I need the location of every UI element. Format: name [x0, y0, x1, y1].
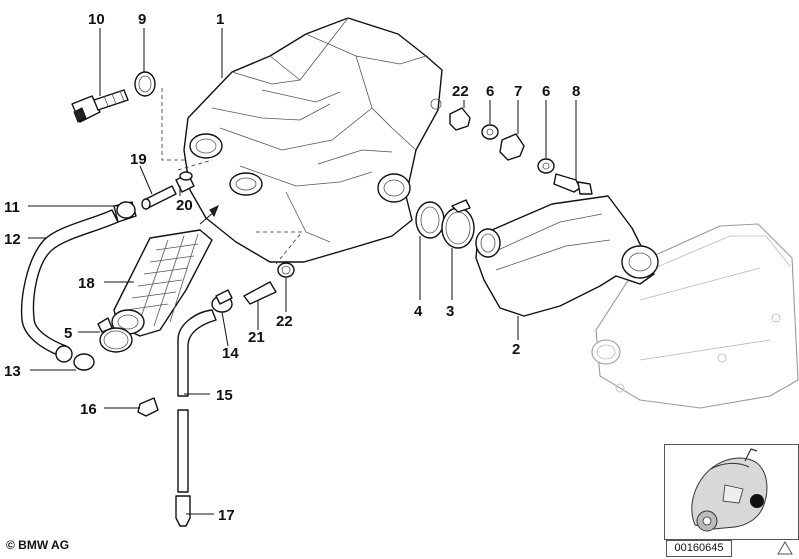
triangle-icon	[777, 541, 793, 555]
reference-lines	[161, 88, 303, 265]
callout-2: 2	[512, 341, 520, 358]
copyright-notice: © BMW AG	[6, 538, 70, 552]
callout-10: 10	[88, 11, 105, 28]
mounting-hardware	[449, 107, 593, 195]
callout-13: 13	[4, 363, 21, 380]
callout-1: 1	[216, 11, 224, 28]
callout-19: 19	[130, 151, 147, 168]
intake-duct	[475, 195, 659, 317]
callout-16: 16	[80, 401, 97, 418]
intake-air-sensor	[71, 89, 129, 123]
callout-11: 11	[4, 199, 20, 216]
intake-snorkel	[99, 204, 219, 353]
callout-5: 5	[64, 325, 72, 342]
callout-22-bottom: 22	[276, 313, 293, 330]
callout-15: 15	[216, 387, 233, 404]
document-number: 00160645	[666, 540, 732, 557]
gasket-and-clamp	[415, 199, 475, 249]
leader-lines	[28, 28, 577, 515]
small-clips	[97, 317, 159, 417]
callout-21: 21	[248, 329, 265, 346]
callout-9: 9	[138, 11, 146, 28]
airbox-housing	[183, 17, 443, 263]
callout-12: 12	[4, 231, 21, 248]
callout-14: 14	[222, 345, 239, 362]
callout-3: 3	[446, 303, 454, 320]
callout-20: 20	[176, 197, 193, 214]
callout-6-right: 6	[542, 83, 550, 100]
callout-labels: 10 9 1 22 6 7 6 8 19 11 20 12 18 4 3 22 …	[4, 11, 580, 524]
vent-hose	[20, 201, 137, 371]
callout-17: 17	[218, 507, 235, 524]
callout-6-left: 6	[486, 83, 494, 100]
scooter-locator-image	[691, 448, 768, 532]
drain-hose	[175, 262, 295, 527]
callout-4: 4	[414, 303, 423, 320]
sealing-ring	[134, 71, 156, 97]
scooter-locator-inset	[664, 444, 799, 540]
callout-7: 7	[514, 83, 522, 100]
callout-8: 8	[572, 83, 580, 100]
callout-18: 18	[78, 275, 95, 292]
callout-22-top: 22	[452, 83, 469, 100]
